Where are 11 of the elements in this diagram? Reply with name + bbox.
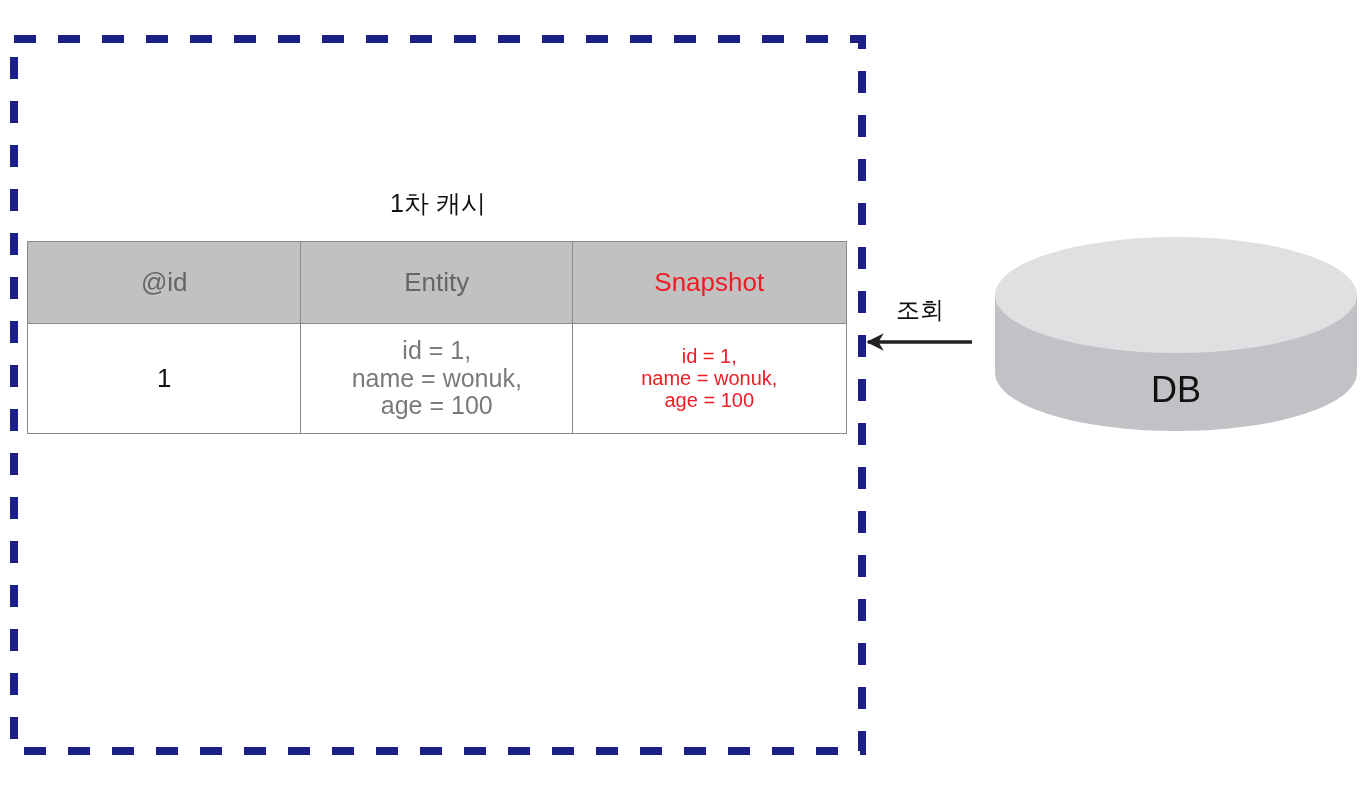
header-cell: Entity [300,241,574,325]
header-cell: Snapshot [572,241,847,325]
table-cell: id = 1, name = wonuk, age = 100 [572,323,847,434]
table-cell: 1 [27,323,302,434]
database-label: DB [1150,369,1202,411]
header-cell: @id [27,241,302,325]
dashed-region [10,35,866,755]
region-title: 1차 캐시 [389,188,487,219]
database-cylinder [995,237,1357,431]
arrow [866,333,972,351]
table-cell: id = 1, name = wonuk, age = 100 [300,323,574,434]
